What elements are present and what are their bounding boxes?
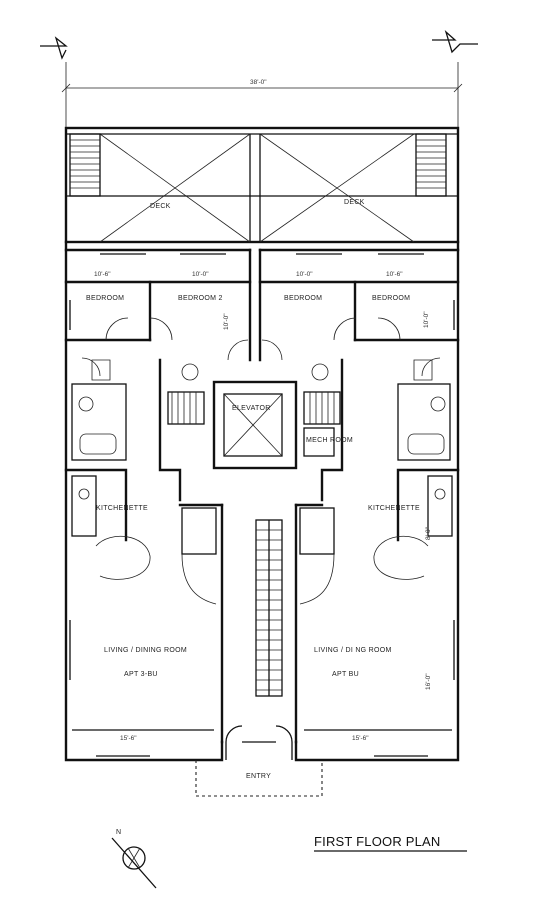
bedroom-walls xyxy=(64,248,460,362)
elevator-label: ELEVATOR xyxy=(232,405,271,412)
overall-dimension-line xyxy=(40,29,478,128)
room-label-living-left: LIVING / DINING ROOM xyxy=(104,647,187,654)
room-label-bedroom-2: BEDROOM 2 xyxy=(178,295,223,302)
dim-bedroom-depth-left: 10'-0" xyxy=(223,313,230,330)
room-label-living-right: LIVING / DI NG ROOM xyxy=(314,647,392,654)
deck-label-left: DECK xyxy=(150,203,171,210)
dim-bedroom-3: 10'-0" xyxy=(296,271,313,278)
overall-dimension-text: 38'-0" xyxy=(250,79,267,86)
dim-bedroom-depth-right: 10'-0" xyxy=(423,311,430,328)
room-label-bedroom-4: BEDROOM xyxy=(372,295,410,302)
dim-living-depth: 16'-0" xyxy=(425,673,432,690)
dim-living-right: 15'-6" xyxy=(352,735,369,742)
corridor-and-stair xyxy=(178,503,335,744)
deck-label-right: DECK xyxy=(344,199,365,206)
building-outline xyxy=(64,240,460,762)
north-arrow-icon xyxy=(111,837,157,889)
entry xyxy=(195,725,323,797)
dim-living-left: 15'-6" xyxy=(120,735,137,742)
room-label-bedroom-3: BEDROOM xyxy=(284,295,322,302)
bathrooms xyxy=(71,357,451,461)
dim-bedroom-4: 10'-6" xyxy=(386,271,403,278)
room-label-living-left-unit: APT 3-BU xyxy=(124,671,158,678)
dim-kitchen-depth: 8'-0" xyxy=(425,526,432,540)
room-label-kitchenette-right: KITCHENETTE xyxy=(368,505,420,512)
central-core xyxy=(158,358,344,502)
drawing-title: FIRST FLOOR PLAN xyxy=(314,834,440,849)
room-label-kitchenette-left: KITCHENETTE xyxy=(96,505,148,512)
dim-bedroom-2: 10'-0" xyxy=(192,271,209,278)
mech-label: MECH ROOM xyxy=(306,437,353,444)
room-label-bedroom-1: BEDROOM xyxy=(86,295,124,302)
entry-label: ENTRY xyxy=(246,773,271,780)
deck-area xyxy=(64,126,460,244)
kitchenettes xyxy=(64,468,460,580)
room-label-living-right-unit: APT BU xyxy=(332,671,359,678)
dim-bedroom-1: 10'-6" xyxy=(94,271,111,278)
north-label: N xyxy=(116,829,121,836)
